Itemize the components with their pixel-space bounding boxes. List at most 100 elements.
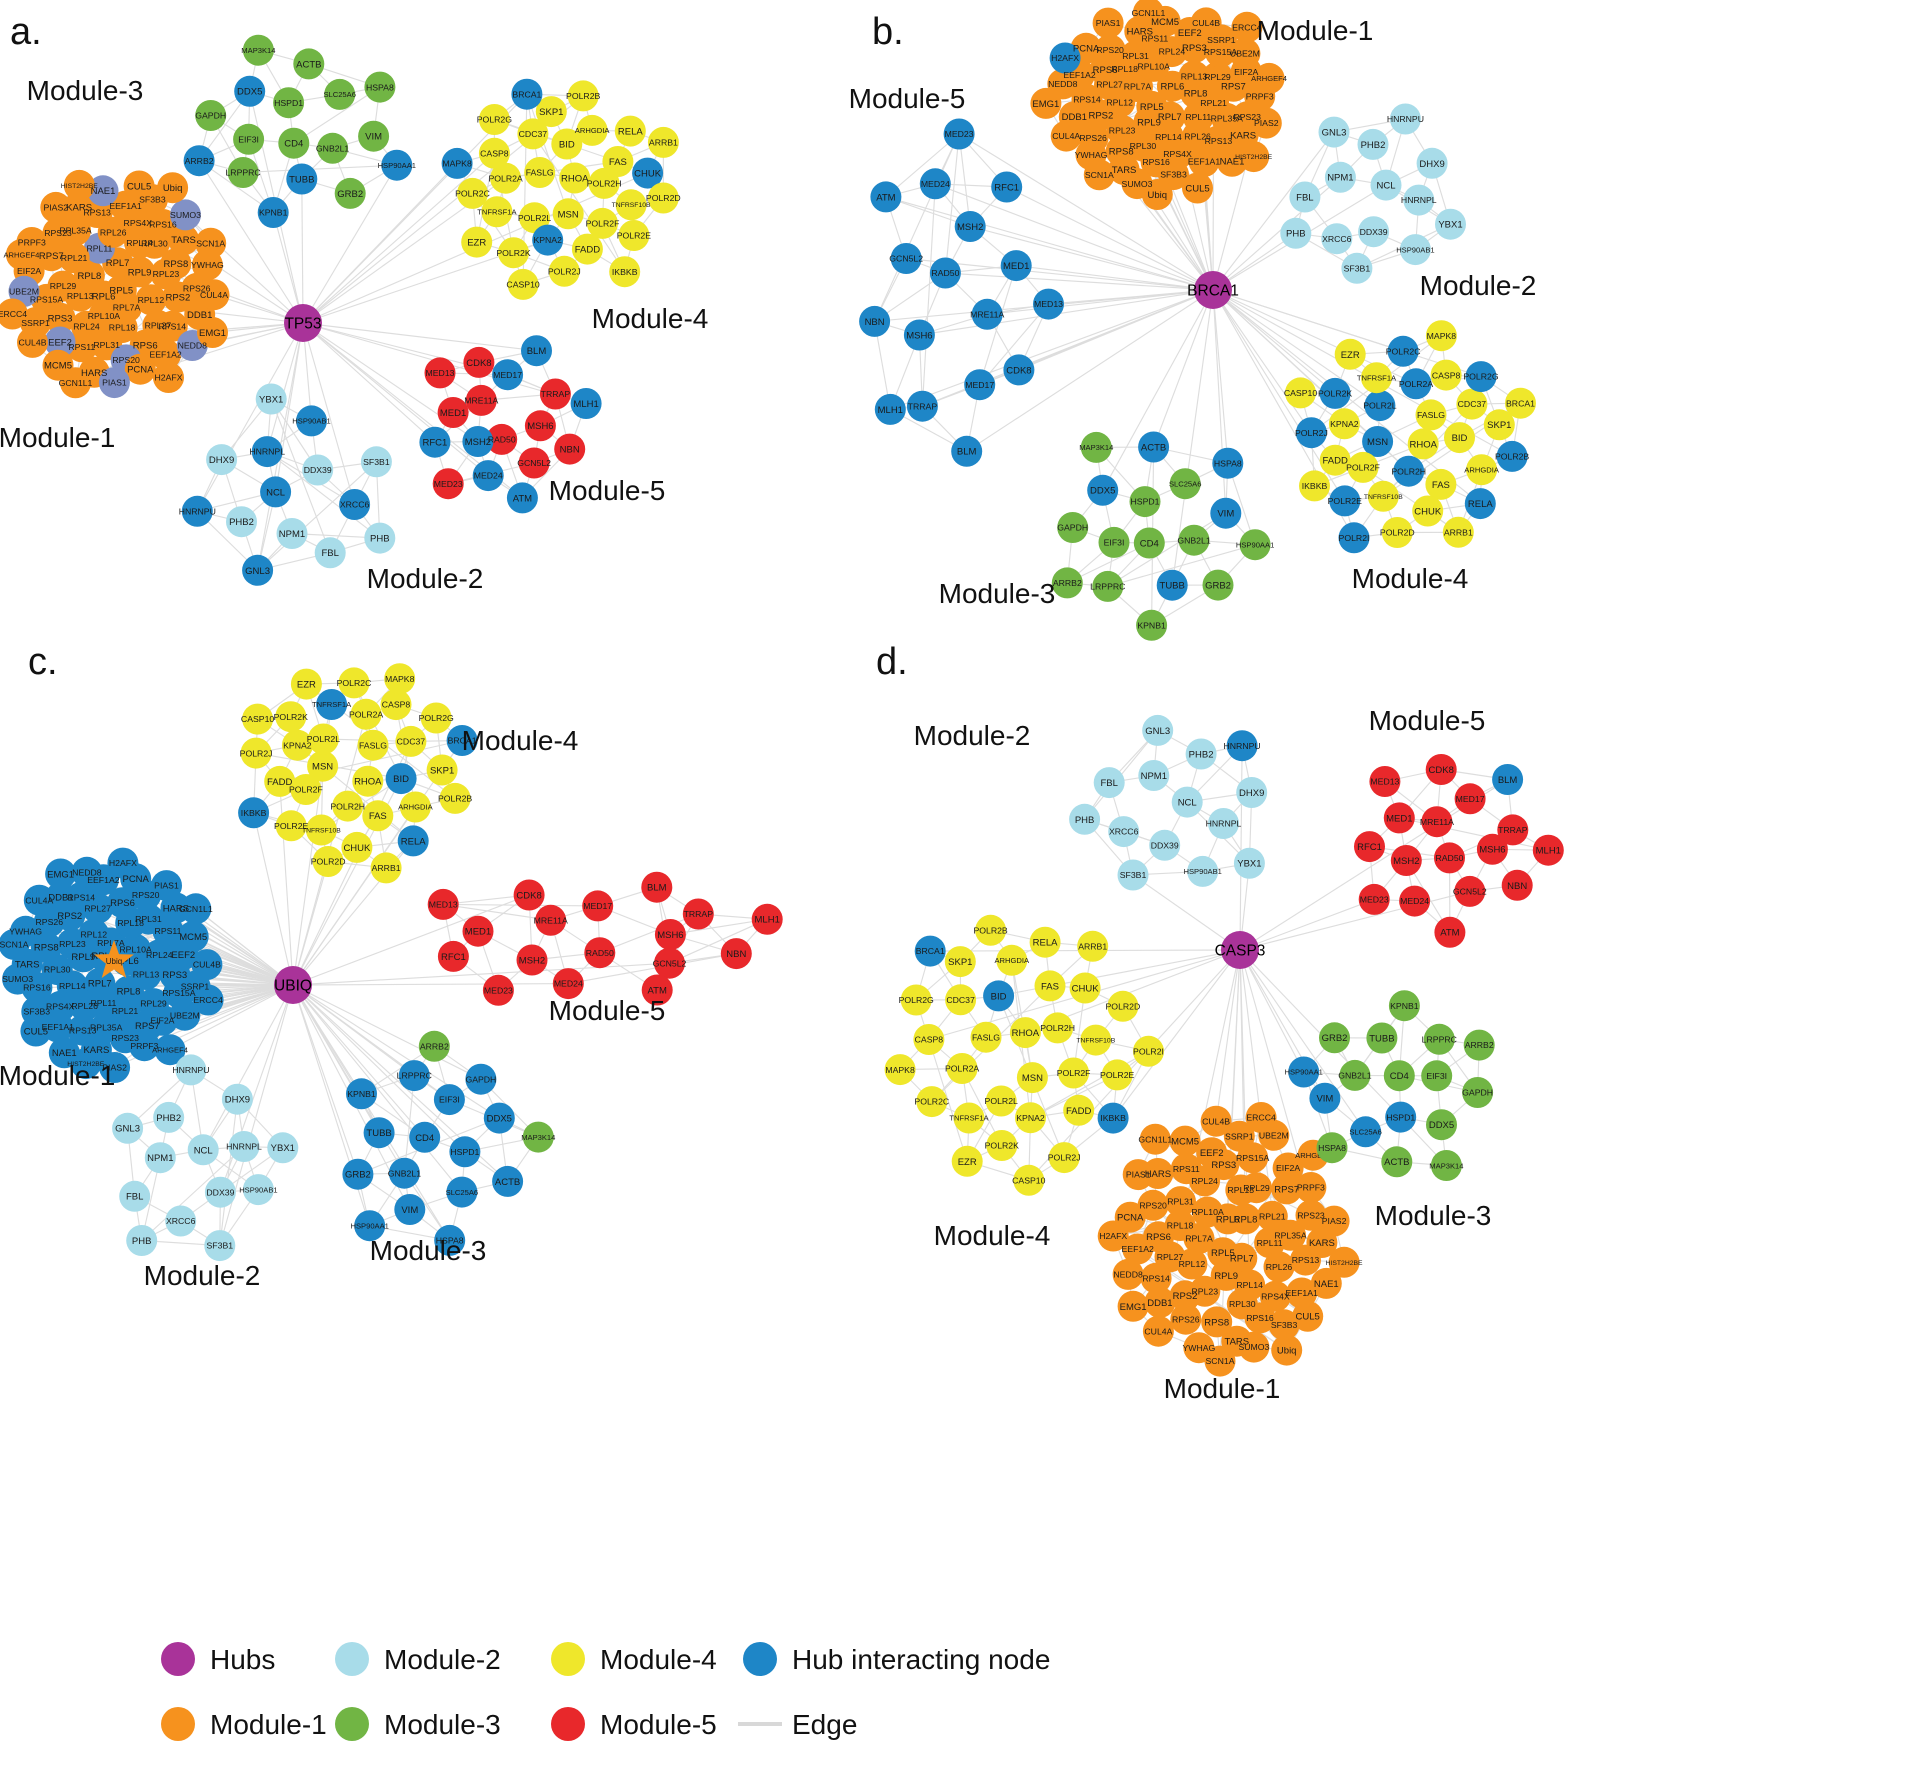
edge <box>1102 289 1214 491</box>
edge <box>890 289 1214 410</box>
node-label-EMG1: EMG1 <box>1120 1302 1147 1313</box>
node-POLR2H <box>1393 455 1425 487</box>
node-SKP1 <box>1483 409 1515 441</box>
node-XRCC6 <box>1321 223 1353 255</box>
node-label-ARHGEF4: ARHGEF4 <box>1251 74 1287 83</box>
node-NBN <box>859 305 891 337</box>
node-label-HSPA8: HSPA8 <box>436 1236 464 1246</box>
panel-c: c.RHOAMSNFASLGPOLR2HPOLR2LBIDPOLR2FPOLR2… <box>0 641 783 1291</box>
panel-b-edges <box>874 12 1522 626</box>
node-label-POLR2C: POLR2C <box>914 1097 949 1107</box>
node-label-MED23: MED23 <box>945 129 974 139</box>
node-DDX39 <box>1149 829 1181 861</box>
edge <box>202 984 294 1151</box>
edge <box>958 133 971 227</box>
node-label-MAP3K14: MAP3K14 <box>1429 1161 1463 1170</box>
node-TRRAP <box>539 378 571 410</box>
node-RPS8 <box>160 248 192 280</box>
node-label-MSN: MSN <box>558 209 579 220</box>
node-label-SKP1: SKP1 <box>539 107 563 118</box>
node-label-RPS8: RPS8 <box>1204 1317 1229 1328</box>
legend-label-module-4: Module-4 <box>600 1644 717 1675</box>
node-label-DDX39: DDX39 <box>1360 227 1388 237</box>
node-label-SCN1A: SCN1A <box>1085 170 1114 180</box>
node-label-POLR2F: POLR2F <box>1346 463 1380 473</box>
node-POLR2C <box>338 667 370 699</box>
node-label-HSPD1: HSPD1 <box>450 1147 479 1157</box>
node-MSH6 <box>903 319 935 351</box>
node-label-RPL8: RPL8 <box>117 987 141 998</box>
legend-item-module-4: Module-4 <box>551 1642 717 1676</box>
node-label-RPS26: RPS26 <box>1172 1314 1200 1324</box>
node-label-H2AFX: H2AFX <box>154 373 182 383</box>
node-label-MAPK8: MAPK8 <box>885 1065 915 1075</box>
node-label-POLR2H: POLR2H <box>1040 1023 1075 1033</box>
node-YBX1 <box>1233 847 1265 879</box>
node-label-PCNA: PCNA <box>1117 1213 1144 1224</box>
node-HSPA8 <box>1212 447 1244 479</box>
node-label-RPL11: RPL11 <box>1185 112 1211 122</box>
node-HSPD1 <box>1385 1101 1417 1133</box>
node-HNRNPL <box>1403 184 1435 216</box>
node-label-MED17: MED17 <box>965 380 994 390</box>
node-label-H2AFX: H2AFX <box>1099 1231 1127 1241</box>
edge <box>966 289 1214 452</box>
node-label-XRCC6: XRCC6 <box>1322 234 1352 244</box>
node-EEF1A1 <box>1286 1277 1318 1309</box>
node-label-RPS26: RPS26 <box>1079 133 1107 143</box>
node-label-SF3B1: SF3B1 <box>207 1241 234 1251</box>
node-SF3B1 <box>360 446 392 478</box>
node-label-RPL12: RPL12 <box>138 295 165 305</box>
node-EIF2A <box>1272 1152 1304 1184</box>
node-label-RPL8: RPL8 <box>1184 89 1208 100</box>
node-label-GRB2: GRB2 <box>337 189 363 200</box>
node-RAD50 <box>929 257 961 289</box>
node-label-GCN5L2: GCN5L2 <box>653 958 687 968</box>
node-label-CHUK: CHUK <box>343 843 371 854</box>
node-label-UBE2M: UBE2M <box>1230 49 1260 59</box>
edge <box>302 322 436 443</box>
node-MCM5 <box>177 921 209 952</box>
edge <box>272 212 304 324</box>
legend-swatch-module-1 <box>161 1707 195 1741</box>
node-FAS <box>362 800 394 832</box>
node-label-RPS3: RPS3 <box>162 970 187 981</box>
node-TNFRSF10B <box>615 189 647 221</box>
node-VIM <box>358 120 390 152</box>
edge <box>292 984 415 1077</box>
legend-item-module-1: Module-1 <box>161 1707 327 1741</box>
node-label-RPL31: RPL31 <box>93 340 120 350</box>
node-label-POLR2B: POLR2B <box>1495 452 1529 462</box>
node-label-HARS: HARS <box>163 903 189 914</box>
node-PHB2 <box>153 1101 185 1133</box>
node-MED23 <box>1358 883 1390 915</box>
node-CASP10 <box>242 703 274 735</box>
node-label-CUL5: CUL5 <box>1185 183 1209 194</box>
node-label-HIST2H2BE: HIST2H2BE <box>1235 154 1272 161</box>
node-label-DDX5: DDX5 <box>237 87 262 98</box>
node-label-RPL24: RPL24 <box>73 321 100 331</box>
node-label-SCN1A: SCN1A <box>1206 1356 1235 1366</box>
node-CASP8 <box>380 689 412 721</box>
node-label-RPL31: RPL31 <box>1122 51 1149 61</box>
legend-swatch-hubs <box>161 1642 195 1676</box>
panel-b: b.RPL5RPL6RPL7RPL7ARPL8RPL9RPL10ARPL11RP… <box>849 0 1536 641</box>
node-label-CDC37: CDC37 <box>946 995 975 1005</box>
node-label-POLR2J: POLR2J <box>548 266 581 276</box>
node-FADD <box>571 233 603 265</box>
node-label-MRE11A: MRE11A <box>534 915 568 925</box>
node-EMG1 <box>197 317 228 348</box>
node-PIAS1 <box>1122 1159 1154 1191</box>
node-MAP3K14 <box>1430 1150 1462 1181</box>
node-label-LRPPRC: LRPPRC <box>225 168 260 178</box>
node-MSH2 <box>954 211 986 242</box>
node-label-RPS16: RPS16 <box>1142 157 1170 167</box>
node-RPL9 <box>1210 1259 1242 1291</box>
node-TNFRSF1A <box>953 1102 985 1134</box>
node-label-RPS3: RPS3 <box>1182 43 1207 54</box>
node-label-EZR: EZR <box>1341 350 1360 361</box>
module-label-d-module-2: Module-2 <box>914 720 1031 751</box>
node-label-KARS: KARS <box>1230 131 1256 142</box>
node-label-YWHAG: YWHAG <box>1182 1343 1215 1353</box>
